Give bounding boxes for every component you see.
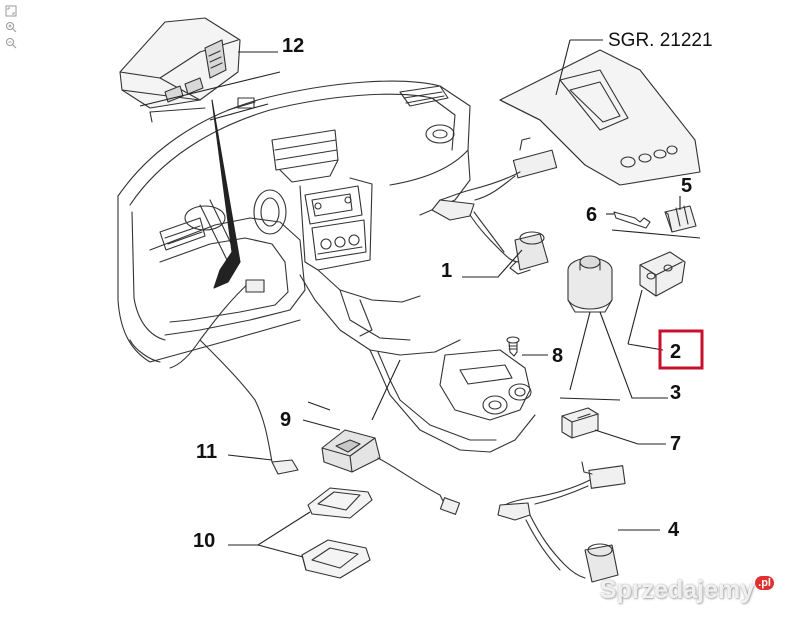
part-8-screw xyxy=(506,336,520,357)
part-sgr-gear-bezel xyxy=(499,49,701,186)
callout-7: 7 xyxy=(670,433,681,455)
leader-lines xyxy=(139,39,701,558)
part-3-rotary-switch xyxy=(567,255,613,313)
center-console xyxy=(299,269,536,453)
callout-3: 3 xyxy=(670,382,681,404)
dashboard-outline xyxy=(117,80,471,363)
callout-8: 8 xyxy=(552,345,563,367)
callout-11: 11 xyxy=(196,441,217,463)
callout-1: 1 xyxy=(441,260,452,282)
part-2-switch-holder xyxy=(639,251,686,297)
part-7-connector xyxy=(561,407,599,439)
callout-10: 10 xyxy=(193,530,215,552)
sheet-reference-label: SGR. 21221 xyxy=(608,30,713,51)
part-5-connector xyxy=(664,205,697,233)
fit-window-icon[interactable] xyxy=(4,4,18,18)
part-9-module xyxy=(321,429,461,515)
callout-4: 4 xyxy=(668,519,680,541)
part-11-wire xyxy=(129,279,299,475)
part-4-harness xyxy=(497,461,626,583)
watermark-logo: Sprzedajemy.pl xyxy=(600,576,774,605)
callout-9: 9 xyxy=(280,409,291,431)
zoom-in-icon[interactable] xyxy=(4,20,18,34)
center-stack xyxy=(271,129,373,271)
callout-6: 6 xyxy=(586,204,597,226)
callout-5: 5 xyxy=(681,175,692,197)
callout-2: 2 xyxy=(670,341,681,363)
viewer-toolbar xyxy=(4,4,22,50)
callout-12: 12 xyxy=(282,35,304,57)
zoom-out-icon[interactable] xyxy=(4,36,18,50)
callout-labels: SGR. 21221 12 1 5 6 2 8 3 9 7 11 4 10 xyxy=(193,30,713,552)
callout-2-highlight-box xyxy=(658,329,704,370)
part-1-harness xyxy=(431,137,558,275)
part-10-covers xyxy=(301,487,373,579)
part-6-terminal xyxy=(613,211,651,229)
